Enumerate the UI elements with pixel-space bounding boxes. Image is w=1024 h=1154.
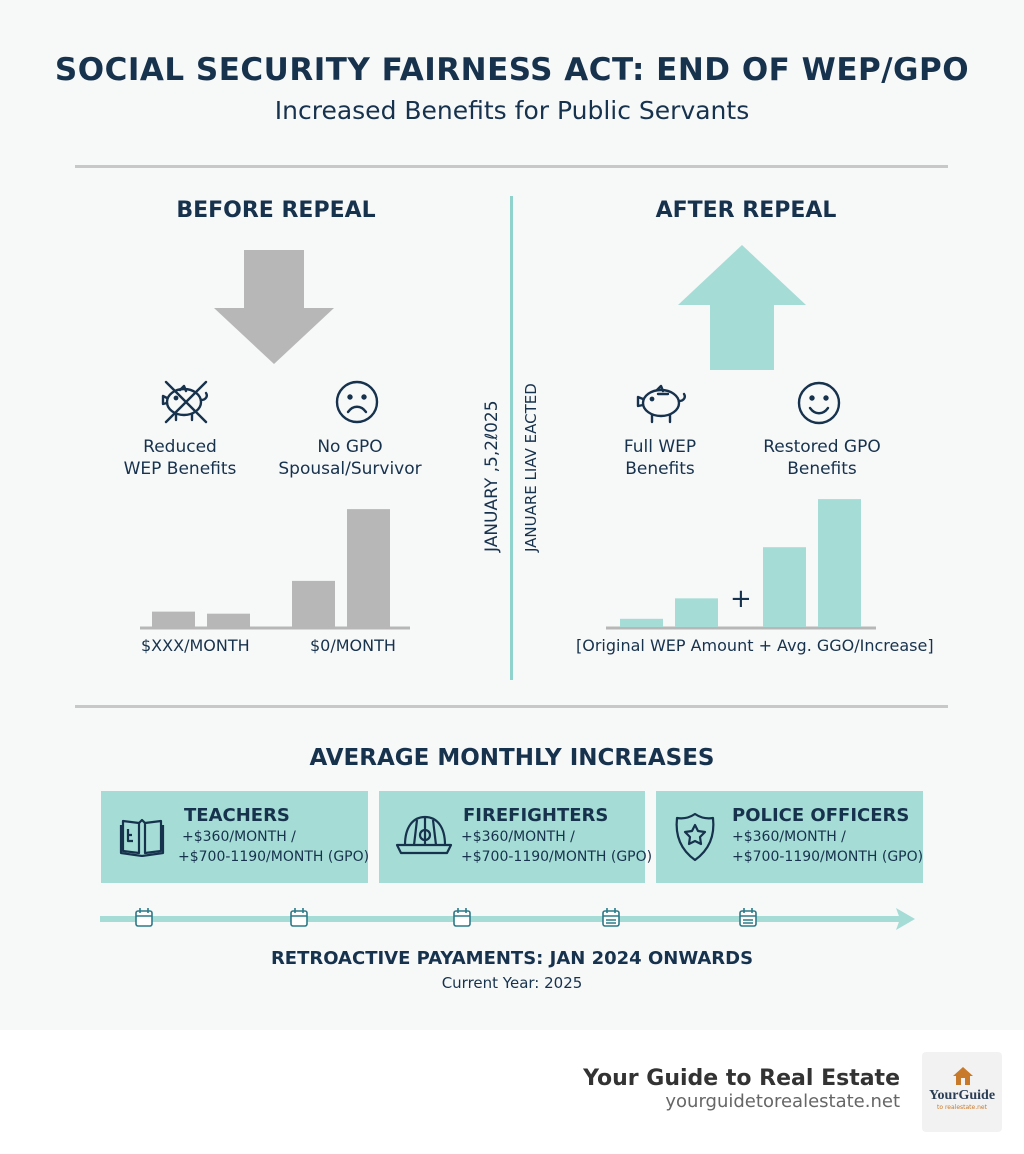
card-firefighters-line2: +$700-1190/MONTH (GPO) [461, 849, 653, 865]
timeline-arrow [100, 908, 915, 930]
top-divider [75, 165, 948, 168]
before-item-gpo-line1: No GPO [317, 437, 383, 457]
after-item-wep: Full WEP Benefits [580, 436, 740, 480]
enactment-date: JANUARY ,5,2ℓ025 [482, 400, 502, 552]
center-divider [510, 196, 513, 680]
before-item-gpo-line2: Spousal/Survivor [278, 459, 422, 479]
smile-face-icon [797, 381, 841, 425]
chart-bar [292, 580, 335, 627]
before-item-wep-line2: WEP Benefits [123, 459, 237, 479]
card-firefighters-line1: +$360/MONTH / [461, 829, 575, 845]
before-item-wep-line1: Reduced [143, 437, 217, 457]
calendar-icon [453, 908, 471, 927]
after-item-wep-line2: Benefits [625, 459, 695, 479]
card-teachers: TEACHERS +$360/MONTH / +$700-1190/MONTH … [101, 791, 370, 883]
footer-url[interactable]: yourguidetorealestate.net [665, 1091, 900, 1112]
card-police: POLICE OFFICERS +$360/MONTH / +$700-1190… [656, 791, 923, 883]
book-icon [119, 818, 165, 857]
footer [0, 1030, 1024, 1154]
card-police-line2: +$700-1190/MONTH (GPO) [732, 849, 924, 865]
card-teachers-line1: +$360/MONTH / [182, 829, 296, 845]
retroactive-payments: RETROACTIVE PAYAMENTS: JAN 2024 ONWARDS [270, 948, 754, 969]
chart-bar [152, 611, 195, 627]
helmet-icon [395, 815, 453, 855]
card-teachers-title: TEACHERS [184, 805, 290, 826]
middle-divider [75, 705, 948, 708]
calendar-icon [739, 908, 757, 927]
card-police-line1: +$360/MONTH / [732, 829, 846, 845]
before-item-gpo: No GPO Spousal/Survivor [270, 436, 430, 480]
page-title: SOCIAL SECURITY FAIRNESS ACT: END OF WEP… [54, 52, 970, 88]
before-label-right: $0/MONTH [310, 636, 396, 655]
logo-text: YourGuide [928, 1088, 996, 1103]
card-firefighters-title: FIREFIGHTERS [463, 805, 609, 826]
current-year: Current Year: 2025 [441, 974, 583, 992]
footer-brand[interactable]: Your Guide to Real Estate [583, 1066, 900, 1091]
after-item-gpo-line1: Restored GPO [763, 437, 881, 457]
before-item-wep: Reduced WEP Benefits [100, 436, 260, 480]
badge-icon [675, 812, 715, 862]
brand-logo[interactable]: YourGuide to realestate.net [922, 1052, 1002, 1132]
after-bar-chart [606, 499, 876, 630]
plus-sign: + [730, 584, 752, 614]
sad-face-icon [335, 380, 379, 424]
chart-bar [818, 499, 861, 627]
chart-bar [207, 613, 250, 627]
after-caption: [Original WEP Amount + Avg. GGO/Increase… [576, 636, 934, 655]
house-icon [953, 1067, 973, 1085]
calendar-icon [290, 908, 308, 927]
before-bar-chart [140, 509, 410, 630]
after-item-gpo-line2: Benefits [787, 459, 857, 479]
piggy-bank-crossed-icon [161, 380, 208, 424]
calendar-icon [602, 908, 620, 927]
calendar-icon [135, 908, 153, 927]
before-heading: BEFORE REPEAL [176, 198, 376, 223]
after-item-wep-line1: Full WEP [623, 437, 697, 457]
before-label-left: $XXX/MONTH [141, 636, 250, 655]
after-item-gpo: Restored GPO Benefits [742, 436, 902, 480]
increases-heading: AVERAGE MONTHLY INCREASES [309, 745, 715, 771]
chart-bar [347, 509, 390, 627]
chart-bar [675, 598, 718, 627]
logo-sub: to realestate.net [937, 1104, 987, 1111]
card-teachers-line2: +$700-1190/MONTH (GPO) [178, 849, 370, 865]
piggy-bank-icon [636, 384, 686, 424]
card-police-title: POLICE OFFICERS [732, 805, 910, 826]
chart-bar [620, 618, 663, 627]
enactment-text: JANUARE LIAV EACTED [522, 383, 540, 552]
up-arrow-icon [678, 245, 806, 370]
after-heading: AFTER REPEAL [655, 198, 837, 223]
chart-bar [763, 547, 806, 627]
card-firefighters: FIREFIGHTERS +$360/MONTH / +$700-1190/MO… [379, 791, 652, 883]
page-subtitle: Increased Benefits for Public Servants [274, 96, 750, 125]
down-arrow-icon [214, 250, 334, 364]
